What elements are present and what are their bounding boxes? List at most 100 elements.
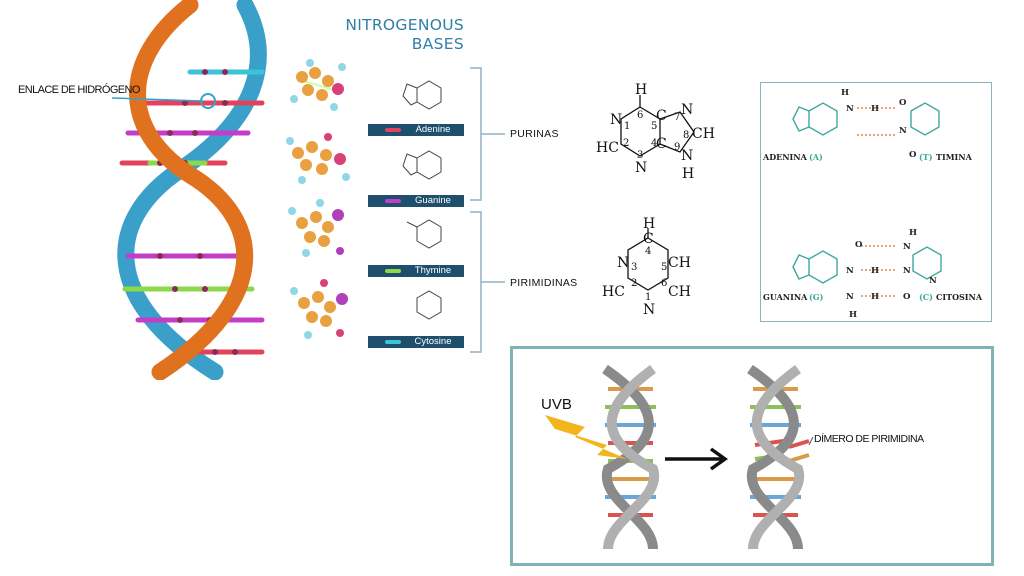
atom-label: H bbox=[849, 310, 857, 320]
atom-c: C bbox=[643, 231, 654, 247]
atom-label: H bbox=[909, 228, 917, 238]
atom-label: N bbox=[903, 242, 911, 252]
cytosine-ball-model bbox=[290, 279, 348, 339]
thymine-ball-model bbox=[288, 199, 344, 257]
base-pairing-diagram: H N H O N O O N H N H N H O N N H ADENIN… bbox=[762, 88, 983, 320]
callout-line bbox=[111, 97, 204, 102]
color-chip bbox=[385, 340, 401, 344]
atom-ch: CH bbox=[668, 284, 691, 300]
atom-number: 7 bbox=[674, 112, 680, 123]
atom-label: N bbox=[846, 292, 854, 302]
atom-number: 6 bbox=[637, 110, 643, 121]
atom-number: 2 bbox=[631, 278, 637, 289]
atom-hc: HC bbox=[596, 140, 619, 156]
atom-label: O bbox=[909, 150, 917, 160]
pyrimidine-dimer-label: DÍMERO DE PIRIMIDINA bbox=[814, 433, 924, 445]
guanine-structure bbox=[402, 150, 442, 180]
atom-number: 3 bbox=[637, 150, 643, 161]
title-line-1: NITROGENOUS bbox=[345, 16, 464, 34]
base-bar-guanine: Guanine bbox=[368, 195, 464, 207]
citosina-code: (C) bbox=[919, 292, 933, 302]
atom-n: N bbox=[635, 160, 647, 176]
skeletal-structures bbox=[402, 80, 442, 320]
hydrogen-bond-label: ENLACE DE HIDRÓGENO bbox=[18, 84, 140, 96]
base-name-guanine: Guanine bbox=[415, 195, 451, 206]
atom-n: N bbox=[643, 302, 655, 318]
adenine-structure bbox=[402, 80, 442, 110]
molecule-models bbox=[286, 59, 350, 339]
guanina-code: (G) bbox=[809, 292, 824, 302]
atom-hc: HC bbox=[602, 284, 625, 300]
atom-number: 3 bbox=[631, 262, 637, 273]
dna-strand-after bbox=[746, 364, 814, 550]
atom-h: H bbox=[682, 166, 694, 182]
atom-number: 6 bbox=[661, 278, 667, 289]
atom-number: 5 bbox=[661, 262, 667, 273]
atom-number: 1 bbox=[645, 292, 651, 303]
atom-label: N bbox=[929, 276, 937, 286]
atom-number: 8 bbox=[683, 130, 689, 141]
atom-number: 9 bbox=[674, 142, 680, 153]
timina-label: TIMINA bbox=[936, 152, 973, 162]
adenine-ball-model bbox=[290, 59, 346, 111]
atom-c: C bbox=[656, 136, 667, 152]
atom-ch: CH bbox=[668, 255, 691, 271]
lightning-bolt-icon bbox=[545, 415, 627, 459]
pyrimidine-ring-diagram: H C 4 N 3 5 CH HC 2 6 CH 1 N bbox=[602, 216, 691, 318]
base-name-thymine: Thymine bbox=[414, 265, 452, 276]
atom-label: O bbox=[855, 240, 863, 250]
group-brackets bbox=[470, 67, 505, 353]
atom-h: H bbox=[635, 82, 647, 98]
atom-n: N bbox=[681, 148, 693, 164]
atom-c: C bbox=[656, 108, 667, 124]
purines-label: PURINAS bbox=[510, 128, 559, 140]
atom-label: H bbox=[871, 292, 879, 302]
citosina-label: CITOSINA bbox=[936, 292, 983, 302]
title-line-2: BASES bbox=[411, 35, 464, 53]
atom-label: O bbox=[903, 292, 911, 302]
adenina-label: ADENINA bbox=[762, 152, 808, 162]
color-chip bbox=[385, 199, 401, 203]
arrow-icon bbox=[665, 447, 729, 471]
atom-label: N bbox=[903, 266, 911, 276]
atom-number: 2 bbox=[623, 138, 629, 149]
atom-label: H bbox=[871, 104, 879, 114]
uvb-label: UVB bbox=[541, 396, 572, 413]
atom-number: 4 bbox=[651, 138, 657, 149]
atom-label: N bbox=[899, 126, 907, 136]
uv-damage-box bbox=[510, 346, 994, 566]
color-chip bbox=[385, 269, 401, 273]
base-pairing-box: H N H O N O O N H N H N H O N N H ADENIN… bbox=[760, 82, 992, 322]
base-name-cytosine: Cytosine bbox=[414, 336, 452, 347]
thymine-structure bbox=[406, 219, 442, 249]
purine-ring-diagram: H 6 N 1 5 C 7 N 8 CH HC 2 4 C 9 N 3 N H bbox=[596, 82, 715, 182]
base-name-adenine: Adenine bbox=[415, 124, 451, 135]
atom-label: N bbox=[846, 266, 854, 276]
color-chip bbox=[385, 128, 401, 132]
callout-circle bbox=[200, 93, 216, 109]
guanina-label: GUANINA bbox=[763, 292, 808, 302]
hydrogen-bond-dots bbox=[157, 69, 238, 355]
atom-label: H bbox=[871, 266, 879, 276]
base-bar-cytosine: Cytosine bbox=[368, 336, 464, 348]
page-title: NITROGENOUS BASES bbox=[316, 16, 464, 54]
pyrimidines-label: PIRIMIDINAS bbox=[510, 277, 578, 289]
dna-strand-before bbox=[601, 364, 660, 550]
atom-n: N bbox=[610, 112, 622, 128]
base-bar-adenine: Adenine bbox=[368, 124, 464, 136]
uv-damage-diagram bbox=[545, 364, 814, 550]
atom-n: N bbox=[681, 102, 693, 118]
dna-helix bbox=[111, 0, 267, 380]
atom-n: N bbox=[617, 255, 629, 271]
atom-label: H bbox=[841, 88, 849, 98]
atom-label: O bbox=[899, 98, 907, 108]
atom-h: H bbox=[643, 216, 655, 232]
atom-ch: CH bbox=[692, 126, 715, 142]
atom-label: N bbox=[846, 104, 854, 114]
adenina-code: (A) bbox=[809, 152, 823, 162]
atom-number: 1 bbox=[624, 121, 630, 132]
timina-code: (T) bbox=[919, 152, 933, 162]
guanine-ball-model bbox=[286, 133, 350, 184]
atom-number: 4 bbox=[645, 246, 651, 257]
cytosine-structure bbox=[416, 290, 442, 320]
